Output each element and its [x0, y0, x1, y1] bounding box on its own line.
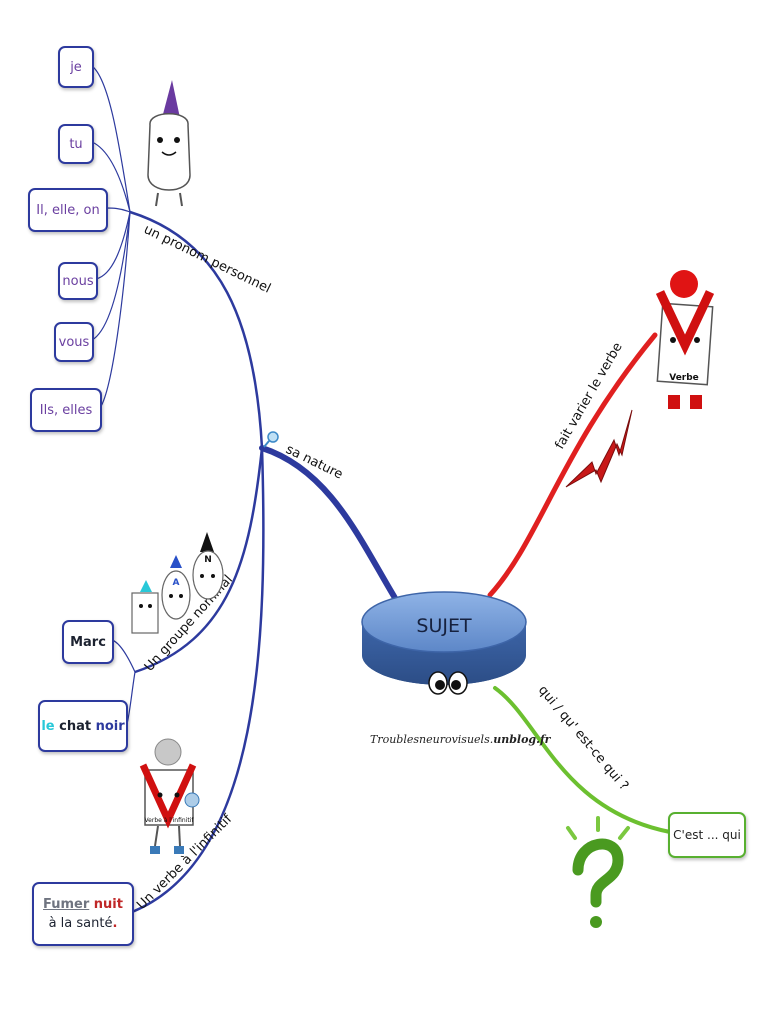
magnifier-icon [263, 431, 279, 448]
pronoun-box-tu[interactable]: tu [58, 124, 94, 164]
pronoun-box-nous[interactable]: nous [58, 262, 98, 300]
pronoun-mascot-icon [147, 80, 191, 207]
infinitive-mascot-icon: Verbe à l'infinitif [139, 738, 200, 854]
group-mascots-icon: A N [131, 532, 224, 634]
central-topic[interactable]: SUJET [361, 591, 527, 695]
central-label: SUJET [416, 615, 472, 637]
answer-box-cest-qui[interactable]: C'est ... qui [668, 812, 746, 858]
pronoun-box-ils-elles[interactable]: Ils, elles [30, 388, 102, 432]
verb-mascot-icon: Verbe [655, 270, 715, 409]
branch-question [493, 686, 672, 834]
label-pronoun: un pronom personnel [141, 222, 273, 297]
example-box-fumer[interactable]: Fumer nuit à la santé. [32, 882, 134, 946]
branch-verb [487, 332, 658, 598]
pronoun-box-vous[interactable]: vous [54, 322, 94, 362]
pronoun-box-je[interactable]: je [58, 46, 94, 88]
example-box-marc[interactable]: Marc [62, 620, 114, 664]
inf-mid: nuit [93, 897, 123, 912]
branch-group [134, 447, 264, 674]
label-verb: fait varier le verbe [552, 340, 625, 452]
pronoun-box-il-elle-on[interactable]: Il, elle, on [28, 188, 108, 232]
lightning-icon [565, 409, 633, 488]
svg-text:Verbe à l'infinitif: Verbe à l'infinitif [145, 817, 195, 824]
credit: Troublesneurovisuels.unblog.fr [370, 733, 552, 746]
example-box-le-chat-noir[interactable]: le chat noir [38, 700, 128, 752]
gn-determiner: le [41, 718, 55, 734]
svg-text:N: N [204, 555, 212, 565]
branch-infinitive [131, 447, 265, 914]
gn-noun: chat [59, 718, 92, 734]
eyes-icon [428, 671, 468, 695]
label-infinitive: Un verbe à l'infinitif [134, 812, 235, 913]
question-mark-icon [566, 816, 630, 928]
svg-text:Verbe: Verbe [669, 373, 699, 383]
svg-text:A: A [173, 578, 180, 588]
branch-nature [259, 445, 398, 601]
inf-verb: Fumer [43, 897, 90, 912]
inf-rest: à la santé [48, 916, 113, 931]
pronoun-connectors [91, 65, 131, 409]
gn-adjective: noir [95, 718, 125, 734]
inf-dot: . [112, 916, 118, 931]
branch-pronoun [129, 210, 264, 449]
